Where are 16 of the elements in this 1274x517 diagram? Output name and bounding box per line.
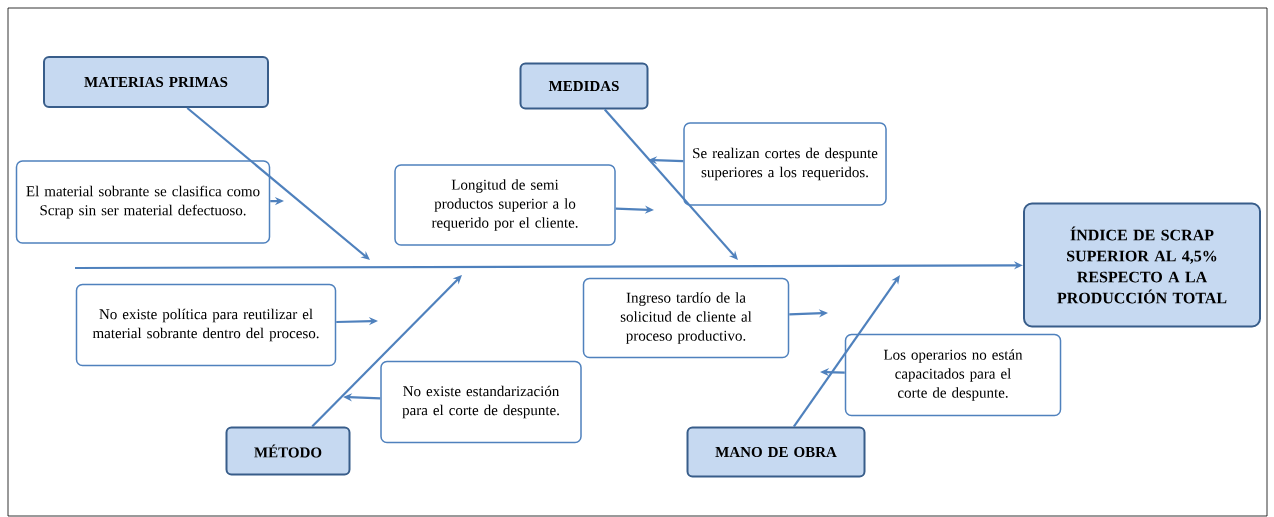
category-box: MATERIAS PRIMAS	[43, 56, 269, 108]
cause-box: No existe estandarización para el corte de despunte.	[380, 360, 582, 444]
arrow	[603, 108, 738, 260]
cause-box: El material sobrante se clasifica como Scrap sin ser material defectuoso.	[15, 160, 271, 244]
cause-box: No existe política para reutilizar el material sobrante dentro del proceso.	[75, 283, 337, 367]
category-box: MANO DE OBRA	[686, 426, 866, 478]
cause-box: Los operarios no están capacitados para el corte de despunte.	[844, 333, 1062, 417]
cause-box: Se realizan cortes de despunte superiores a los requeridos.	[683, 122, 887, 206]
category-box: MÉTODO	[225, 426, 351, 476]
arrow	[186, 107, 370, 260]
category-box: MEDIDAS	[519, 62, 649, 110]
cause-box: Ingreso tardío de la solicitud de cliente al proceso productivo.	[582, 277, 790, 359]
arrow	[792, 275, 900, 428]
effect-box: ÍNDICE DE SCRAP SUPERIOR AL 4,5% RESPECTO A LA PRODUCCIÓN TOTAL	[1023, 202, 1261, 328]
arrow	[311, 275, 462, 428]
cause-box: Longitud de semi productos superior a lo requerido por el cliente.	[394, 164, 616, 246]
